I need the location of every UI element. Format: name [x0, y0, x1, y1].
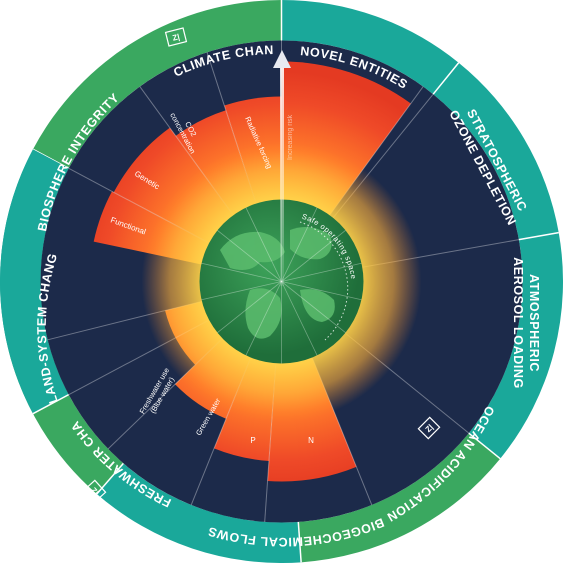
earth-spoke-5 — [281, 281, 346, 333]
earth-continents — [220, 226, 335, 339]
ring-divider-biogeo — [297, 521, 302, 563]
earth-spokes — [201, 199, 362, 364]
ring-divider-ozone — [432, 62, 460, 95]
badge-climate-change: Z| — [164, 27, 188, 47]
earth-spoke-1 — [281, 207, 318, 282]
svg-text:Z|: Z| — [424, 423, 435, 434]
earth-spoke-3 — [281, 262, 362, 282]
ring-divider-ocean — [468, 432, 501, 460]
earth-spoke-9 — [217, 281, 282, 333]
earth-spoke-2 — [281, 230, 346, 282]
earth-spoke-12 — [217, 230, 282, 282]
svg-text:Z|: Z| — [172, 32, 181, 42]
increasing-risk-label: Increasing risk — [287, 114, 294, 160]
ring-segment-ozone — [433, 62, 559, 240]
ring-segment-biosphere — [0, 149, 69, 414]
safe-boundary-dots — [299, 221, 349, 341]
svg-text:ATMOSPHERIC: ATMOSPHERIC — [527, 274, 541, 372]
increasing-risk-arrow — [273, 50, 291, 286]
earth-spoke-4 — [281, 281, 362, 301]
earth-spoke-8 — [245, 281, 282, 356]
label-aerosol-loading: ATMOSPHERIC AEROSOL LOADING — [511, 257, 541, 389]
ring-segment-aerosol — [468, 232, 563, 459]
ring-segment-climate — [32, 0, 282, 169]
svg-text:AEROSOL LOADING: AEROSOL LOADING — [511, 257, 525, 389]
earth-spoke-11 — [201, 262, 282, 282]
label-nitrogen: N — [308, 436, 314, 445]
earth-spoke-13 — [245, 207, 282, 282]
ring-divider-aerosol — [518, 231, 559, 241]
badge-freshwater-change: Z| — [83, 479, 107, 503]
ring-segment-novel — [281, 0, 459, 95]
ring-divider-biosphere — [32, 393, 70, 415]
ring-segment-biogeo — [96, 463, 302, 563]
earth-spoke-6 — [281, 281, 318, 356]
ring-segment-ocean — [298, 433, 501, 563]
ring-divider-freshwater — [96, 462, 124, 495]
earth-spoke-10 — [201, 281, 282, 301]
svg-text:Z|: Z| — [89, 486, 100, 497]
label-phosphorus: P — [250, 436, 255, 445]
badge-ocean-acidification: Z| — [417, 416, 441, 440]
